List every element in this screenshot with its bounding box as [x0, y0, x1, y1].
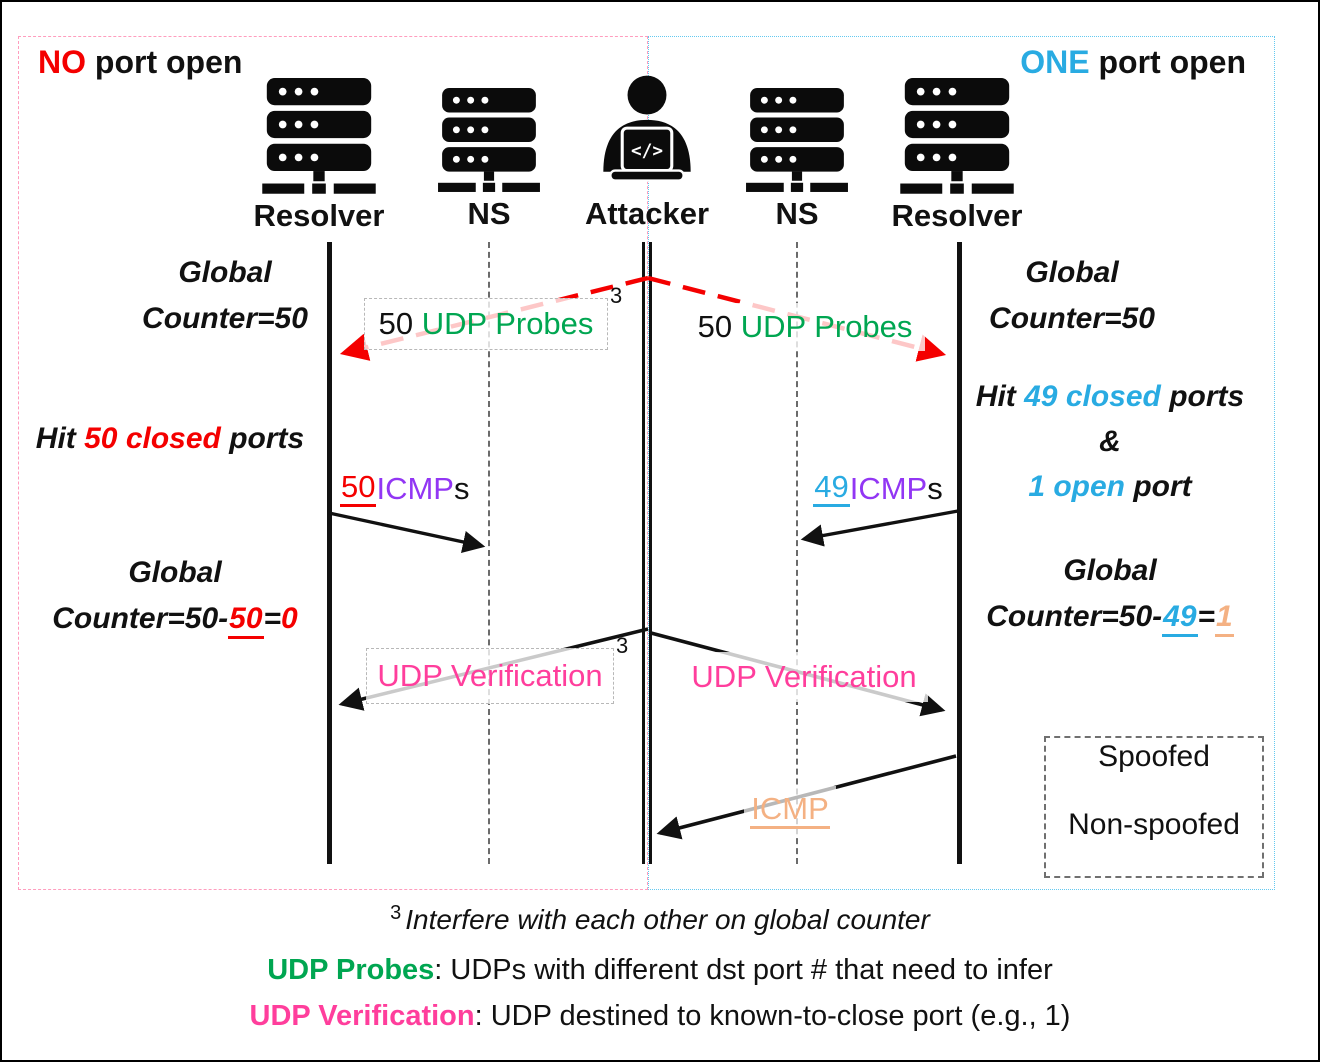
lifeline-attacker: [649, 242, 652, 864]
icmp-suffix: s: [927, 471, 943, 506]
hit2-accent: 1 open: [1028, 470, 1126, 503]
entity-ns-right: NS: [717, 88, 877, 232]
counter-line1: Global: [178, 256, 272, 289]
hit-ports-note-left: Hit 50 closed ports: [16, 416, 324, 462]
footnote-ref-3: 3: [616, 633, 629, 658]
icmp-reply-text: ICMP: [750, 792, 830, 830]
lifeline-attacker: [642, 242, 645, 864]
one-accent: ONE: [1020, 44, 1090, 80]
hit-post: ports: [220, 422, 305, 455]
counter-pre: Counter=50-: [52, 602, 229, 635]
icmp-text: ICMP: [849, 471, 928, 506]
counter-line1: Global: [1063, 554, 1157, 587]
counter-subtrahend: 49: [1162, 601, 1198, 637]
hit-post: ports: [1160, 380, 1245, 413]
probes-text: UDP Probes: [740, 309, 913, 344]
udp-probes-label-right: 50 UDP Probes: [685, 303, 925, 351]
server-icon: [438, 88, 540, 192]
lifeline-ns-right: [796, 242, 798, 864]
icmp-count: 49: [813, 470, 850, 508]
counter-subtrahend: 50: [228, 603, 264, 639]
no-accent: NO: [38, 44, 86, 80]
global-counter-result-right: Global Counter=50-49=1: [962, 548, 1258, 640]
counter-line2: Counter=50: [989, 302, 1155, 335]
udp-verification-term: UDP Verification: [249, 1000, 475, 1032]
svg-text:</>: </>: [631, 141, 663, 161]
footnote-text: Interfere with each other on global coun…: [405, 904, 930, 935]
probes-count: 50: [378, 306, 414, 341]
entity-label: Resolver: [891, 198, 1023, 233]
udp-verification-label-left: UDP Verification 3: [366, 633, 628, 704]
entity-label: Resolver: [253, 198, 385, 233]
global-counter-initial-right: Global Counter=50: [967, 250, 1177, 342]
icmp-suffix: s: [453, 471, 470, 506]
hit-accent: 50 closed: [84, 422, 221, 455]
udp-verification-label-right: UDP Verification: [680, 652, 928, 702]
counter-result: 0: [281, 602, 298, 635]
verification-text: UDP Verification: [377, 658, 603, 693]
counter-pre: Counter=50-: [986, 600, 1163, 633]
probes-count: 50: [697, 309, 733, 344]
entity-label: Attacker: [584, 196, 710, 231]
legend-nonspoofed-label: Non-spoofed: [1068, 808, 1240, 841]
hit-line1: Hit 49 closed ports: [960, 374, 1260, 419]
server-icon: [262, 78, 376, 194]
udp-probes-definition: : UDPs with different dst port # that ne…: [434, 954, 1053, 986]
lifeline-resolver-right: [957, 242, 962, 864]
attacker-icon: </>: [603, 75, 691, 182]
counter-eq: =: [263, 602, 282, 635]
hit-accent: 49 closed: [1024, 380, 1161, 413]
icmp-reply-label: ICMP: [744, 786, 836, 836]
global-counter-initial-left: Global Counter=50: [110, 250, 340, 342]
hit2-post: port: [1125, 470, 1192, 503]
icmp-text: ICMP: [376, 471, 454, 506]
hit-pre: Hit: [975, 380, 1025, 413]
udp-verification-definition: : UDP destined to known-to-close port (e…: [474, 1000, 1071, 1032]
one-port-open-panel: [648, 36, 1275, 890]
no-port-open-panel: [18, 36, 648, 890]
hit-ampersand: &: [1099, 425, 1121, 458]
counter-line2: Counter=50-50=0: [26, 596, 324, 642]
panel-title-no-port-open: NO port open: [38, 44, 242, 81]
hit-line2: 1 open port: [960, 464, 1260, 509]
entity-attacker: </> Attacker: [567, 74, 727, 232]
udp-probes-label-left: 50 UDP Probes 3: [364, 283, 622, 350]
entity-resolver-left: Resolver: [239, 78, 399, 234]
footnote-sup: 3: [390, 902, 402, 924]
hit-pre: Hit: [35, 422, 85, 455]
lifeline-resolver-left: [327, 242, 332, 864]
panel-title-one-port-open: ONE port open: [1020, 44, 1246, 81]
entity-label: NS: [775, 196, 819, 231]
verification-text: UDP Verification: [691, 659, 917, 694]
hit-ports-note-right: Hit 49 closed ports & 1 open port: [960, 374, 1260, 509]
counter-line2: Counter=50-49=1: [962, 594, 1258, 640]
footnote-udp-verification: UDP Verification: UDP destined to known-…: [2, 1000, 1318, 1033]
counter-line1: Global: [1025, 256, 1119, 289]
counter-line2: Counter=50: [142, 302, 308, 335]
global-counter-result-left: Global Counter=50-50=0: [26, 550, 324, 642]
server-icon: [900, 78, 1014, 194]
server-icon: [746, 88, 848, 192]
footnote-ref-3: 3: [610, 283, 623, 308]
entity-ns-left: NS: [409, 88, 569, 232]
no-rest: port open: [86, 44, 243, 80]
counter-eq: =: [1197, 600, 1216, 633]
footnote-udp-probes: UDP Probes: UDPs with different dst port…: [2, 954, 1318, 987]
legend-spoofed-label: Spoofed: [1098, 740, 1210, 773]
one-rest: port open: [1089, 44, 1246, 80]
counter-line1: Global: [128, 556, 222, 589]
entity-label: NS: [467, 196, 511, 231]
counter-result: 1: [1215, 601, 1234, 637]
udp-probes-term: UDP Probes: [267, 954, 435, 986]
probes-text: UDP Probes: [421, 306, 594, 341]
lifeline-ns-left: [488, 242, 490, 864]
legend-box: Spoofed Non-spoofed: [1044, 736, 1264, 878]
entity-resolver-right: Resolver: [877, 78, 1037, 234]
icmp-count: 50: [340, 470, 377, 508]
